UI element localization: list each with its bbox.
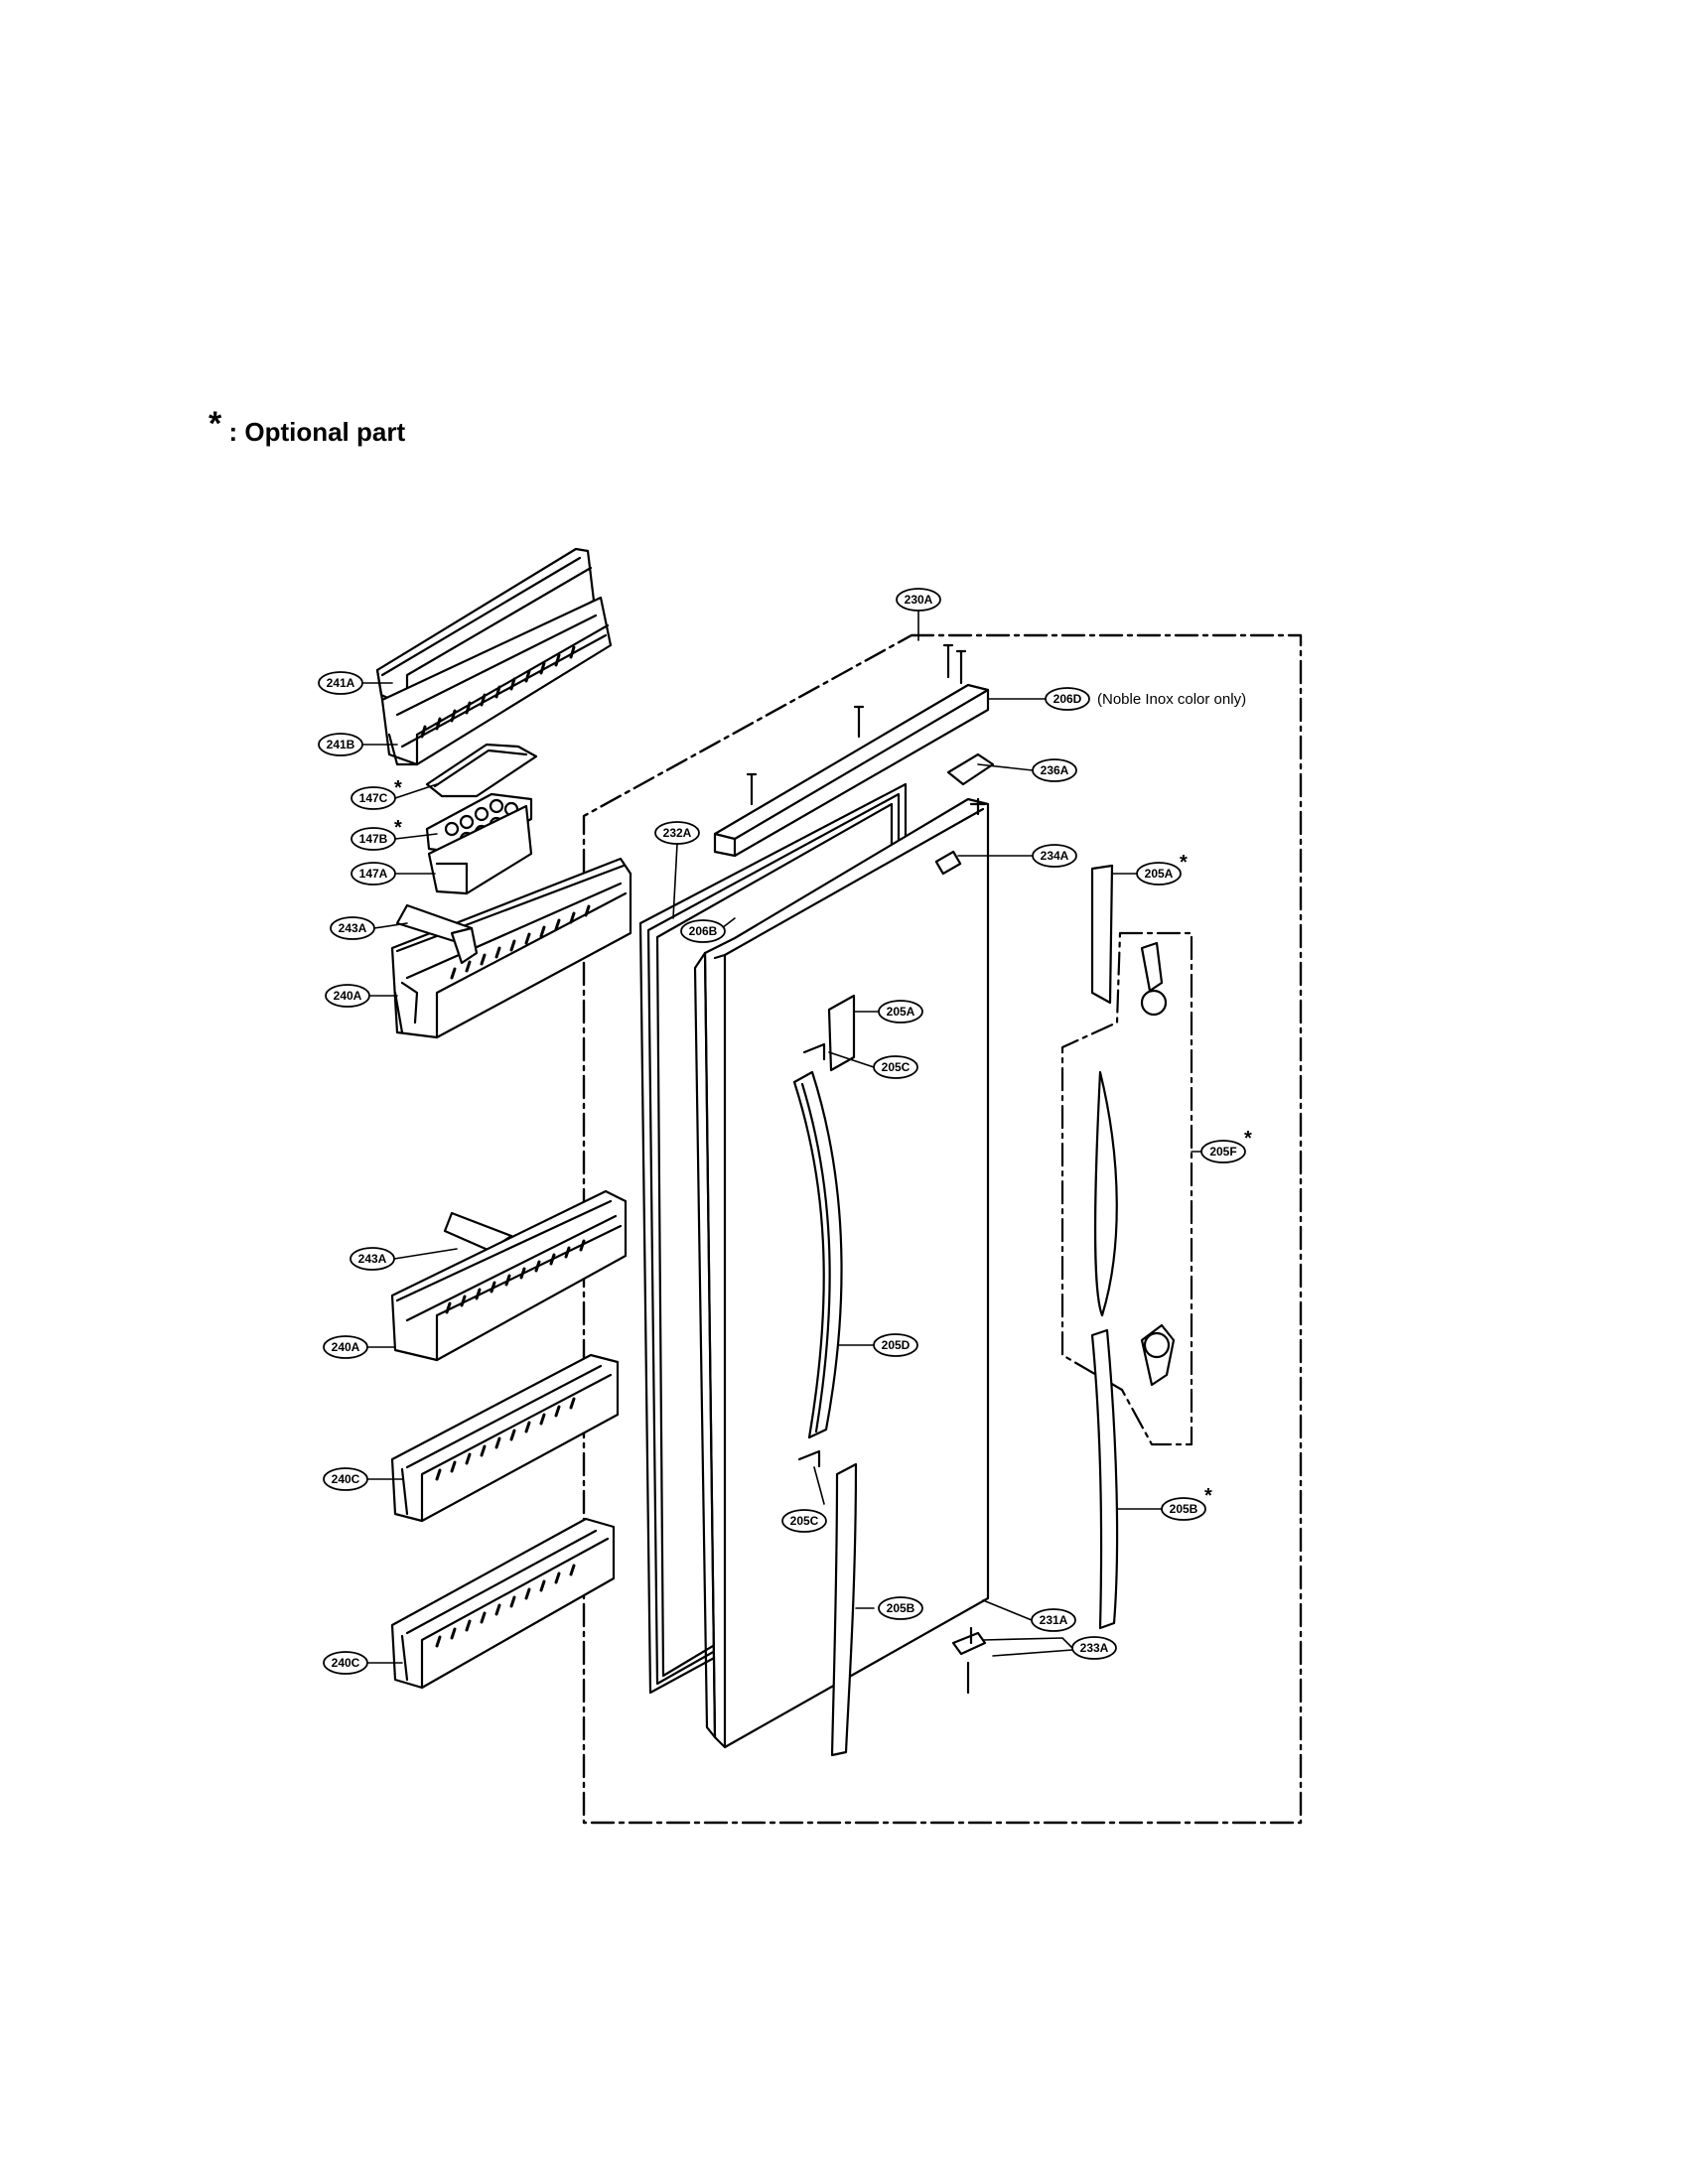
door-panel-231A	[693, 797, 990, 1749]
callout-240A-mid: 240A	[323, 1335, 368, 1359]
callout-241A: 241A	[318, 671, 363, 695]
svg-text:243A: 243A	[339, 921, 367, 935]
svg-text:205C: 205C	[882, 1060, 911, 1074]
callout-243A-mid: 243A	[350, 1247, 395, 1271]
door-bin-240A-top	[390, 857, 632, 1039]
optional-handle-205F	[1060, 931, 1193, 1446]
note-206D: (Noble Inox color only)	[1097, 691, 1246, 708]
svg-text:233A: 233A	[1080, 1641, 1109, 1655]
callout-205C-lower: 205C	[781, 1509, 827, 1533]
svg-text:*: *	[394, 777, 402, 799]
svg-text:231A: 231A	[1040, 1613, 1068, 1627]
svg-text:205C: 205C	[790, 1514, 819, 1528]
door-bin-240C-lower	[390, 1517, 616, 1690]
callout-205F: 205F *	[1200, 1128, 1252, 1163]
door-label-234A	[934, 850, 962, 876]
callout-205B-opt: 205B *	[1161, 1485, 1212, 1521]
svg-text:206D: 206D	[1053, 692, 1082, 706]
lower-hinge-233A	[951, 1626, 987, 1695]
screws	[746, 643, 987, 816]
hinge-plate-236A	[946, 752, 995, 786]
svg-text:241A: 241A	[327, 676, 355, 690]
legend-text: : Optional part	[228, 417, 406, 447]
svg-text:205D: 205D	[882, 1338, 911, 1352]
callout-241B: 241B	[318, 733, 363, 756]
svg-text:240C: 240C	[332, 1656, 360, 1670]
callout-205B-door: 205B	[878, 1596, 923, 1620]
optional-part-legend: * : Optional part	[209, 405, 405, 448]
svg-text:236A: 236A	[1041, 763, 1069, 777]
callout-205C-upper: 205C	[873, 1055, 918, 1079]
optional-trim-205B	[1090, 1328, 1119, 1630]
svg-text:205A: 205A	[1145, 867, 1174, 881]
egg-box-147A	[427, 804, 533, 895]
svg-text:206B: 206B	[689, 924, 718, 938]
callout-230A: 230A	[896, 588, 941, 612]
legend-asterisk: *	[209, 405, 222, 443]
handle-cap-205A	[827, 994, 856, 1072]
handle-205D	[792, 1070, 843, 1439]
door-bin-240A-mid	[390, 1189, 628, 1362]
callout-243A-top: 243A	[330, 916, 375, 940]
callout-234A: 234A	[1032, 844, 1077, 868]
callout-232A: 232A	[654, 821, 700, 845]
handle-clip-205C-lower	[797, 1449, 821, 1468]
svg-text:232A: 232A	[663, 826, 692, 840]
callout-240C-upper: 240C	[323, 1467, 368, 1491]
handle-clip-205C-upper	[802, 1042, 826, 1061]
svg-text:147A: 147A	[359, 867, 388, 881]
svg-text:240C: 240C	[332, 1472, 360, 1486]
svg-text:234A: 234A	[1041, 849, 1069, 863]
svg-text:147C: 147C	[359, 791, 388, 805]
svg-text:*: *	[1204, 1485, 1212, 1507]
callout-233A: 233A	[1071, 1636, 1117, 1660]
callout-206D: 206D	[1045, 687, 1090, 711]
svg-text:205B: 205B	[887, 1601, 915, 1615]
svg-text:*: *	[394, 817, 402, 839]
svg-text:240A: 240A	[332, 1340, 360, 1354]
door-bin-240C-upper	[390, 1353, 620, 1523]
callout-147C: 147C *	[351, 777, 402, 810]
svg-text:*: *	[1180, 852, 1188, 874]
optional-cap-205A	[1090, 864, 1114, 1005]
svg-text:243A: 243A	[358, 1252, 387, 1266]
svg-text:240A: 240A	[334, 989, 362, 1003]
callout-206B: 206B	[680, 919, 726, 943]
door-top-cap-206D	[713, 683, 990, 858]
callout-147A: 147A	[351, 862, 396, 886]
callout-231A: 231A	[1031, 1608, 1076, 1632]
handle-trim-205B	[830, 1462, 858, 1757]
bin-tray-241B	[380, 596, 613, 766]
svg-text:241B: 241B	[327, 738, 355, 751]
callout-205A-door: 205A	[878, 1000, 923, 1024]
callout-147B: 147B *	[351, 817, 402, 851]
callout-236A: 236A	[1032, 758, 1077, 782]
callout-240A-top: 240A	[325, 984, 370, 1008]
egg-lid-147C	[425, 743, 538, 798]
bin-divider-243A-top	[395, 903, 479, 965]
svg-text:205F: 205F	[1209, 1145, 1236, 1159]
callout-240C-lower: 240C	[323, 1651, 368, 1675]
callout-205D: 205D	[873, 1333, 918, 1357]
assembly-boundary	[582, 633, 1303, 1825]
svg-text:147B: 147B	[359, 832, 388, 846]
svg-text:230A: 230A	[905, 593, 933, 607]
svg-text:*: *	[1244, 1128, 1252, 1150]
svg-text:205A: 205A	[887, 1005, 915, 1019]
svg-text:205B: 205B	[1170, 1502, 1198, 1516]
callout-205A-opt: 205A *	[1136, 852, 1188, 886]
